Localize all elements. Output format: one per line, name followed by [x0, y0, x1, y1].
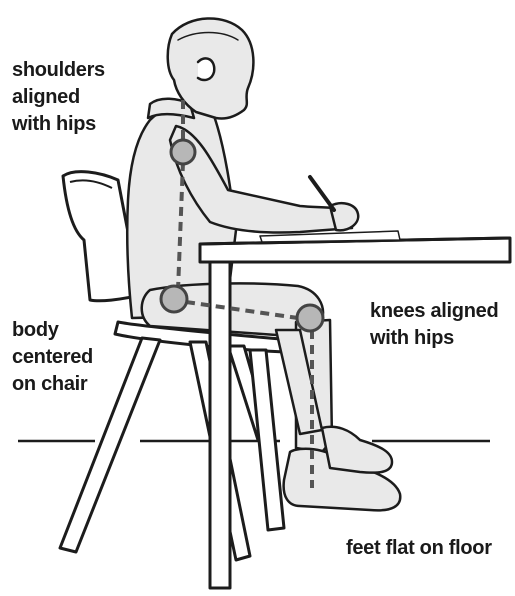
- body-label-line: body: [12, 317, 93, 344]
- knees-label-line: knees aligned: [370, 298, 498, 325]
- shoulders-label: shoulders aligned with hips: [12, 57, 105, 138]
- body-label-line: centered: [12, 344, 93, 371]
- shoulders-label-line: aligned: [12, 84, 105, 111]
- feet-label-line: feet flat on floor: [346, 535, 492, 562]
- shoulder-joint-marker: [171, 140, 195, 164]
- knees-label: knees aligned with hips: [370, 298, 498, 352]
- body-label-line: on chair: [12, 371, 93, 398]
- shoulders-label-line: shoulders: [12, 57, 105, 84]
- feet-label: feet flat on floor: [346, 535, 492, 562]
- body-label: body centered on chair: [12, 317, 93, 398]
- knee-joint-marker: [297, 305, 323, 331]
- hip-joint-marker: [161, 286, 187, 312]
- shoulders-label-line: with hips: [12, 111, 105, 138]
- knees-label-line: with hips: [370, 325, 498, 352]
